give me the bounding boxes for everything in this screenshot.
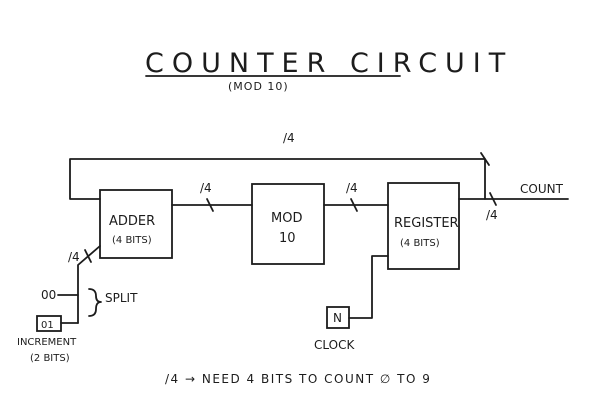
register-width-label: (4 BITS) (400, 238, 440, 249)
count-output-label: COUNT (520, 182, 564, 196)
split-brace (88, 288, 102, 317)
register-label: REGISTER (394, 216, 459, 231)
mod-value-label: 10 (279, 231, 296, 246)
adder-block (99, 189, 173, 259)
feedback-bus-width-label: /4 (283, 131, 295, 145)
count-output-bus-slash (489, 192, 497, 206)
split-label: SPLIT (105, 291, 138, 305)
feedback-bus-slash (480, 152, 490, 166)
increment-width-note: (2 BITS) (30, 353, 70, 364)
register-block (387, 182, 460, 270)
bus-width-note: /4 → NEED 4 BITS TO COUNT ∅ TO 9 (165, 372, 431, 386)
feedback-bus (69, 158, 486, 200)
increment-low-bits: 01 (41, 320, 54, 331)
increment-label: INCREMENT (17, 337, 77, 348)
mod-10-block (251, 183, 325, 265)
increment-input-width-label: /4 (68, 250, 80, 264)
adder-width-label: (4 BITS) (112, 235, 152, 246)
increment-input-bus (77, 245, 101, 324)
increment-high-bits: 00 (41, 288, 56, 302)
mod-to-register-bus-slash (350, 198, 358, 212)
mod-label: MOD (271, 211, 302, 226)
adder-label: ADDER (109, 214, 155, 229)
clock-symbol: N (333, 311, 342, 325)
clock-label: CLOCK (314, 338, 355, 352)
adder-to-mod-bus-slash (206, 198, 214, 212)
diagram-subtitle: (MOD 10) (228, 80, 289, 93)
mod-to-register-width-label: /4 (346, 181, 358, 195)
increment-input-bus-slash (84, 249, 92, 263)
count-output-width-label: /4 (486, 208, 498, 222)
diagram-title: COUNTER CIRCUIT (145, 48, 513, 79)
clock-line (348, 255, 389, 319)
adder-to-mod-width-label: /4 (200, 181, 212, 195)
